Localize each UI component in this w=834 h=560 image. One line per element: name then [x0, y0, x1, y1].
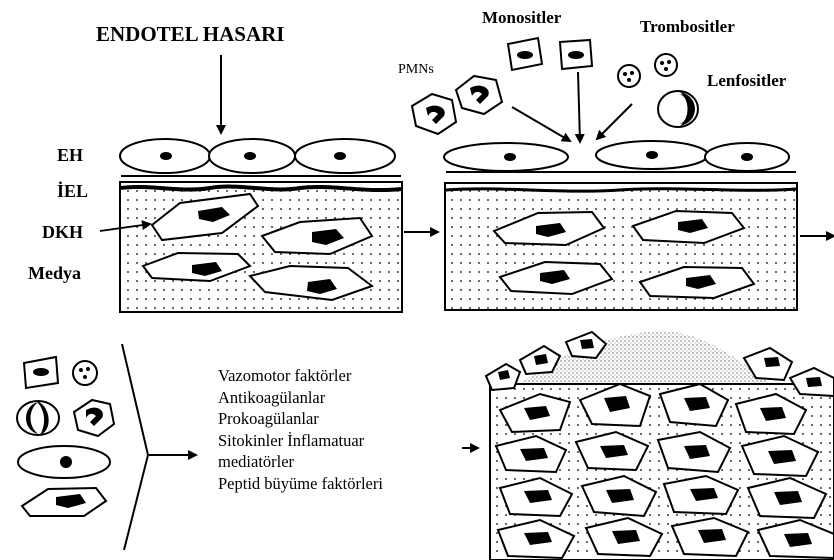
pmns-label: PMNs	[398, 63, 434, 77]
panel-2-endothelial-cells	[444, 141, 789, 171]
platelets-label: Trombositler	[640, 18, 735, 35]
iel-layer-label: İEL	[57, 182, 88, 200]
panel-2-media	[445, 183, 797, 310]
panel-4-plaque	[462, 331, 834, 560]
panel-1-media	[120, 182, 402, 312]
endothelial-injury-title: ENDOTEL HASARI	[96, 24, 284, 45]
factor-item: mediatörler	[218, 451, 383, 473]
monocytes-label: Monositler	[482, 9, 561, 26]
lymphocytes-label: Lenfositler	[707, 72, 786, 89]
factor-item: Antikoagülanlar	[218, 387, 383, 409]
pmn-arrow	[512, 107, 570, 141]
platelet-cell	[618, 65, 640, 87]
monocyte-arrow	[578, 72, 580, 142]
factors-list: Vazomotor faktörler Antikoagülanlar Prok…	[218, 365, 383, 495]
panel-1-endothelial-cells	[120, 139, 395, 173]
panel-3-cell-list	[17, 344, 196, 550]
panel-1-vessel-wall	[120, 139, 402, 312]
circulating-cells	[412, 38, 698, 142]
factor-item: Prokoagülanlar	[218, 408, 383, 430]
pmn-cell	[456, 76, 502, 114]
panel-2-vessel-wall	[444, 141, 797, 310]
pmn-cell	[412, 94, 456, 134]
converging-bracket	[122, 344, 148, 550]
dkh-layer-label: DKH	[42, 223, 83, 241]
factor-item: Vazomotor faktörler	[218, 365, 383, 387]
platelet-cell	[655, 54, 677, 76]
eh-layer-label: EH	[57, 146, 83, 164]
factor-item: Peptid büyüme faktörleri	[218, 473, 383, 495]
factor-item: Sitokinler İnflamatuar	[218, 430, 383, 452]
media-layer-label: Medya	[28, 264, 81, 282]
platelet-arrow	[597, 104, 632, 139]
